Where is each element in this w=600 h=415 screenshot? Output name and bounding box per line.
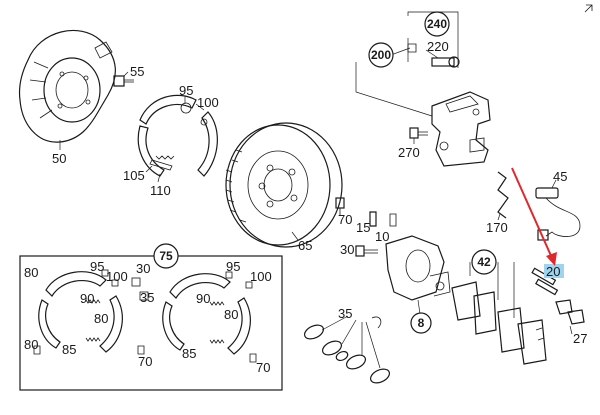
label-80-c: 80	[24, 337, 38, 352]
inset-left-shoes	[33, 269, 149, 355]
pointer-arrow	[511, 167, 557, 266]
highlight-20[interactable]: 20	[544, 264, 564, 279]
bolt-55	[113, 71, 134, 87]
label-80-d: 80	[224, 307, 238, 322]
label-55: 55	[130, 64, 144, 79]
spring-clip-170	[497, 171, 509, 219]
label-30-b: 30	[136, 261, 150, 276]
label-30-top: 30	[340, 242, 354, 257]
expand-icon[interactable]	[582, 3, 594, 15]
label-100-top: 100	[197, 95, 219, 110]
brake-disc	[225, 122, 343, 248]
label-20: 20	[546, 264, 560, 279]
svg-text:42: 42	[477, 255, 491, 269]
bolt-270	[409, 127, 428, 139]
label-270: 270	[398, 145, 420, 160]
bleed-screw	[369, 211, 397, 227]
label-35: 35	[338, 306, 352, 321]
seal-kit	[303, 316, 391, 384]
label-15: 15	[356, 220, 370, 235]
label-85-a: 85	[62, 342, 76, 357]
callout-75[interactable]: 75	[153, 243, 179, 269]
label-95-c: 95	[226, 259, 240, 274]
label-85-b: 85	[182, 346, 196, 361]
label-110: 110	[150, 183, 171, 198]
label-10: 10	[375, 229, 389, 244]
svg-text:75: 75	[159, 249, 173, 263]
clip-27	[555, 299, 585, 325]
label-100-b: 100	[106, 269, 128, 284]
callout-42[interactable]: 42	[471, 249, 497, 275]
label-100-c: 100	[250, 269, 272, 284]
label-80-a: 80	[24, 265, 38, 280]
label-65: 65	[298, 238, 312, 253]
label-105: 105	[123, 168, 145, 183]
backing-plate	[18, 29, 116, 143]
label-70-top: 70	[338, 212, 352, 227]
wear-sensor-45	[535, 187, 581, 241]
caliper-carrier	[431, 91, 491, 167]
label-90-b: 90	[196, 291, 210, 306]
parking-brake-shoes	[137, 94, 218, 177]
bolt-30	[355, 245, 378, 257]
svg-text:200: 200	[371, 48, 391, 62]
label-70-b: 70	[138, 354, 152, 369]
label-80-b: 80	[94, 311, 108, 326]
label-170: 170	[486, 220, 508, 235]
label-27: 27	[573, 331, 587, 346]
label-45: 45	[553, 169, 567, 184]
label-220: 220	[427, 39, 449, 54]
brake-caliper	[385, 235, 451, 301]
inset-frame	[19, 255, 283, 391]
svg-text:8: 8	[418, 316, 425, 330]
callout-240[interactable]: 240	[424, 11, 450, 37]
brake-pads	[451, 281, 547, 365]
label-70-c: 70	[256, 360, 270, 375]
bolt-70	[335, 197, 345, 216]
callout-8[interactable]: 8	[410, 312, 432, 334]
label-95-top: 95	[179, 83, 193, 98]
callout-200[interactable]: 200	[368, 42, 394, 68]
label-50: 50	[52, 151, 66, 166]
label-95-b: 95	[90, 259, 104, 274]
inset-right-shoes	[162, 271, 257, 363]
label-90-a: 90	[80, 291, 94, 306]
svg-text:240: 240	[427, 17, 447, 31]
label-35-b: 35	[140, 290, 154, 305]
